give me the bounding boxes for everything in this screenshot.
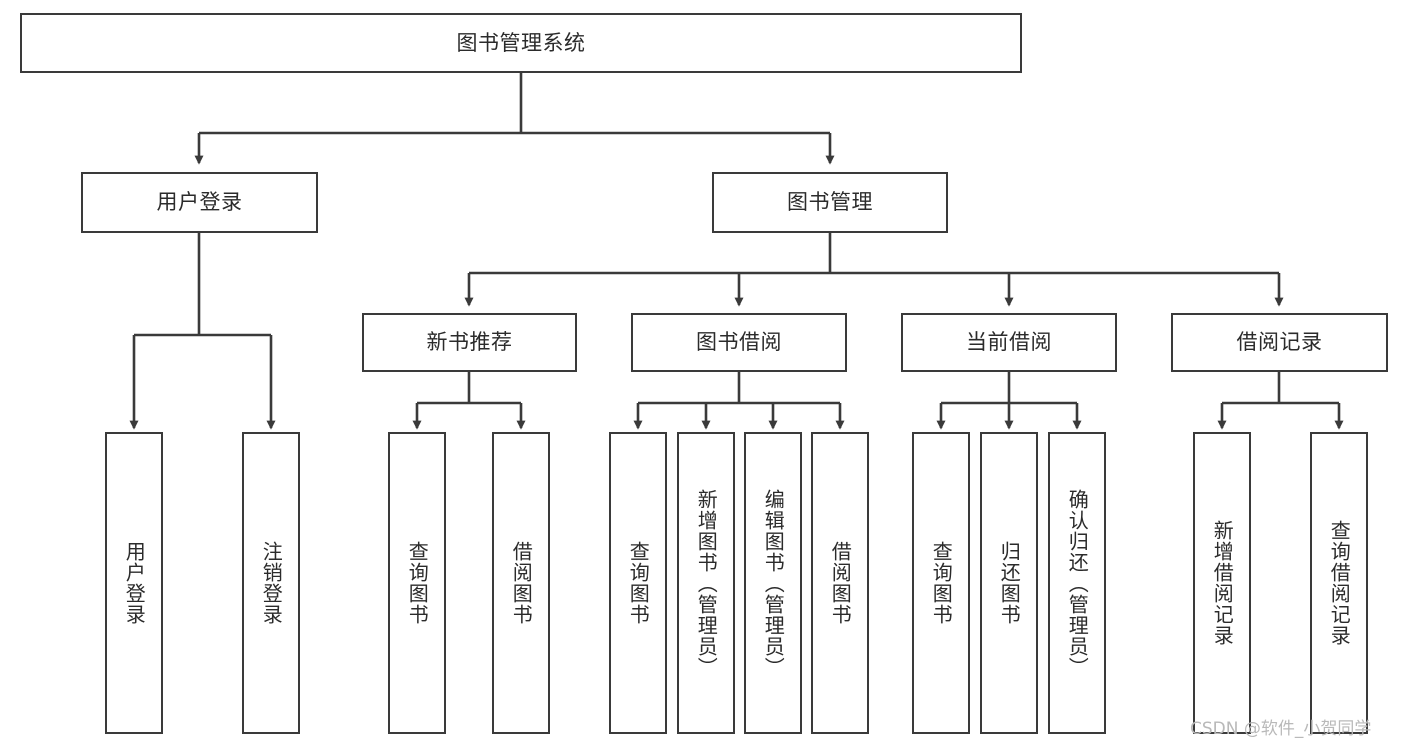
node-label: 用户登录 bbox=[122, 541, 147, 625]
node-label: 新书推荐 bbox=[426, 330, 513, 355]
node-book-management[interactable]: 图书管理 bbox=[712, 172, 948, 233]
node-label: 查询图书 bbox=[626, 541, 651, 625]
node-label: 确认归还（管理员） bbox=[1065, 488, 1090, 678]
node-label: 查询借阅记录 bbox=[1327, 520, 1352, 646]
edges-currentborrow-to-leaves bbox=[936, 372, 1082, 430]
node-label: 借阅图书 bbox=[828, 541, 853, 625]
node-leaf-query-book-recommend[interactable]: 查询图书 bbox=[388, 432, 446, 734]
node-label: 图书管理系统 bbox=[456, 30, 586, 55]
node-label: 图书借阅 bbox=[696, 330, 782, 355]
node-leaf-add-borrow-record[interactable]: 新增借阅记录 bbox=[1193, 432, 1251, 734]
edges-bookmgmt-to-level2 bbox=[464, 233, 1284, 307]
node-label: 编辑图书（管理员） bbox=[761, 488, 786, 678]
node-leaf-add-book-admin[interactable]: 新增图书（管理员） bbox=[677, 432, 735, 734]
node-label: 查询图书 bbox=[929, 541, 954, 625]
node-leaf-return-book[interactable]: 归还图书 bbox=[980, 432, 1038, 734]
node-label: 借阅图书 bbox=[509, 541, 534, 625]
edges-userlogin-to-leaves bbox=[129, 233, 276, 430]
edges-root-to-level1 bbox=[194, 73, 835, 165]
node-leaf-query-book-current[interactable]: 查询图书 bbox=[912, 432, 970, 734]
node-leaf-edit-book-admin[interactable]: 编辑图书（管理员） bbox=[744, 432, 802, 734]
node-label: 借阅记录 bbox=[1236, 330, 1323, 355]
node-leaf-borrow-book-recommend[interactable]: 借阅图书 bbox=[492, 432, 550, 734]
node-leaf-query-book-borrow[interactable]: 查询图书 bbox=[609, 432, 667, 734]
edges-borrowrecord-to-leaves bbox=[1217, 372, 1344, 430]
node-label: 查询图书 bbox=[405, 541, 430, 625]
edges-bookborrow-to-leaves bbox=[633, 372, 845, 430]
node-label: 图书管理 bbox=[787, 190, 873, 215]
node-label: 注销登录 bbox=[259, 541, 284, 625]
edges-newbook-to-leaves bbox=[412, 372, 526, 430]
node-leaf-confirm-return-admin[interactable]: 确认归还（管理员） bbox=[1048, 432, 1106, 734]
node-label: 用户登录 bbox=[156, 190, 243, 215]
node-label: 当前借阅 bbox=[966, 330, 1052, 355]
node-borrow-record[interactable]: 借阅记录 bbox=[1171, 313, 1388, 372]
node-leaf-borrow-book[interactable]: 借阅图书 bbox=[811, 432, 869, 734]
node-user-login[interactable]: 用户登录 bbox=[81, 172, 318, 233]
node-label: 新增借阅记录 bbox=[1210, 520, 1235, 646]
node-label: 归还图书 bbox=[997, 541, 1022, 625]
node-leaf-logout[interactable]: 注销登录 bbox=[242, 432, 300, 734]
node-leaf-query-borrow-record[interactable]: 查询借阅记录 bbox=[1310, 432, 1368, 734]
node-current-borrow[interactable]: 当前借阅 bbox=[901, 313, 1117, 372]
node-root-book-management-system[interactable]: 图书管理系统 bbox=[20, 13, 1022, 73]
node-new-book-recommend[interactable]: 新书推荐 bbox=[362, 313, 577, 372]
node-leaf-user-login[interactable]: 用户登录 bbox=[105, 432, 163, 734]
node-book-borrow[interactable]: 图书借阅 bbox=[631, 313, 847, 372]
node-label: 新增图书（管理员） bbox=[694, 488, 719, 678]
